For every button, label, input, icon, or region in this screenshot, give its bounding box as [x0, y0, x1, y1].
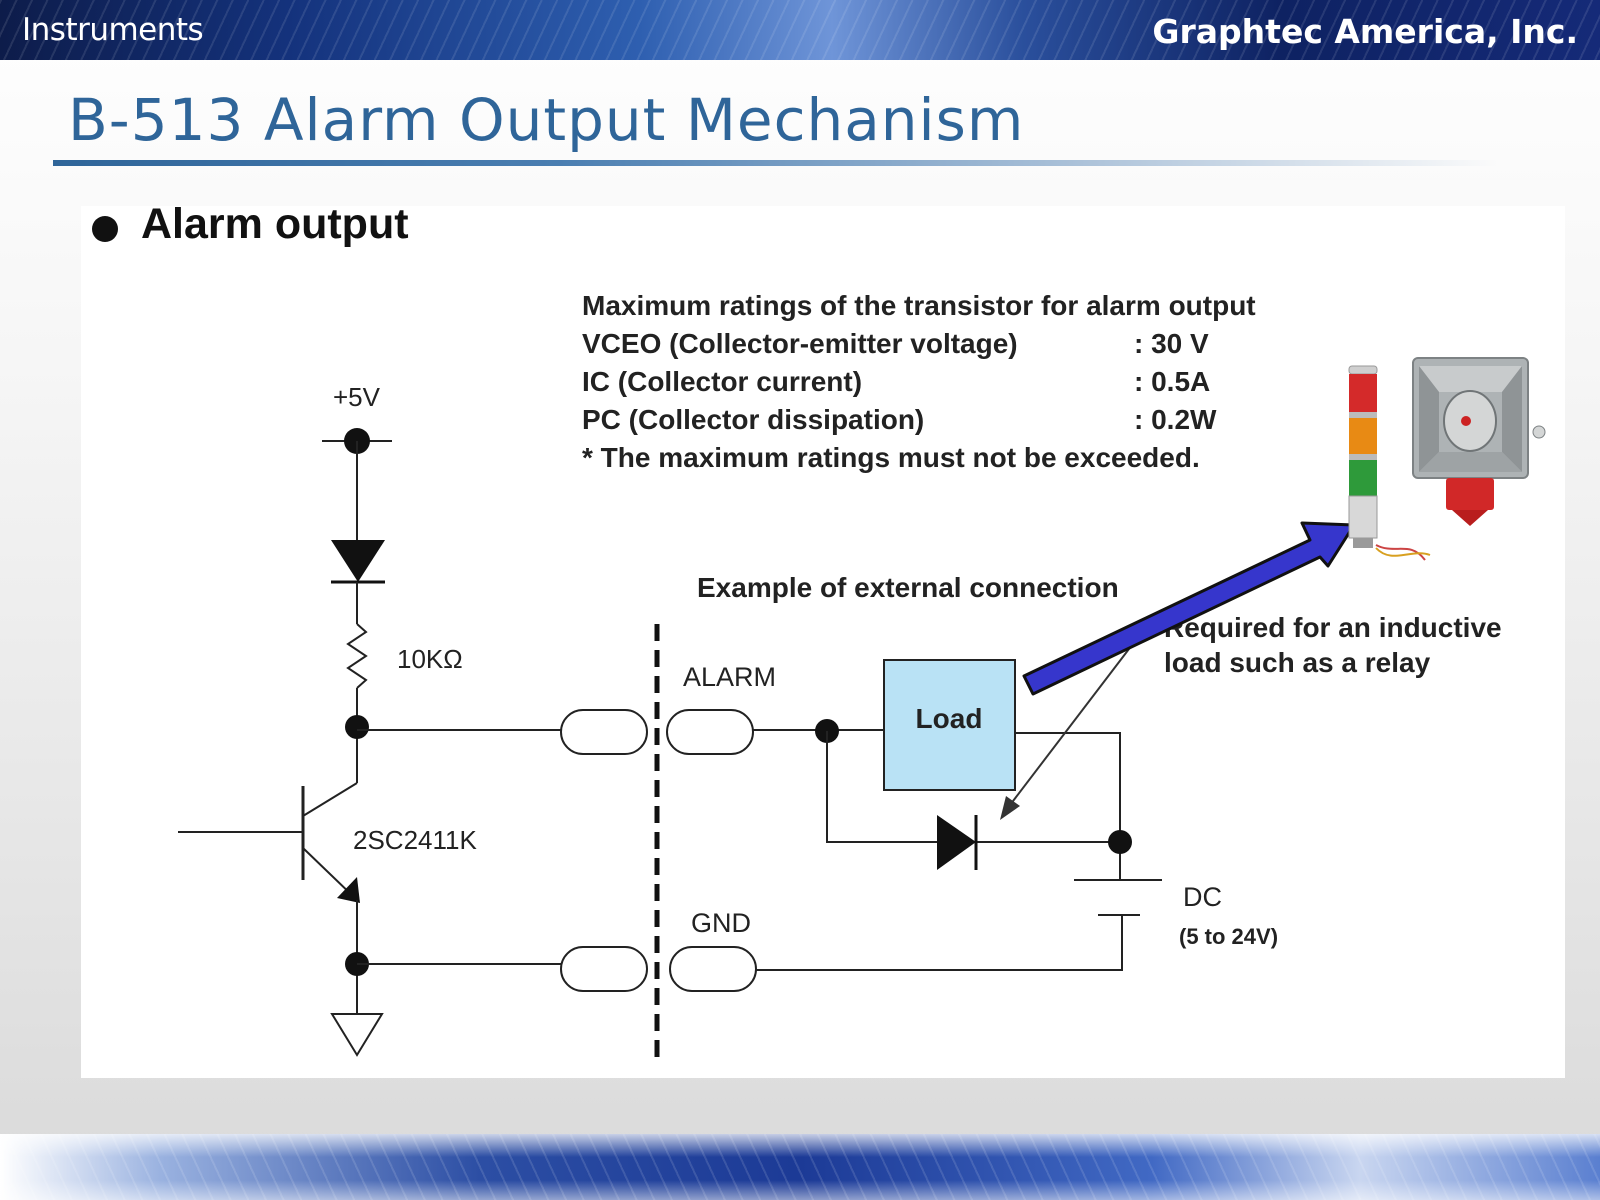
load-output-wire: [1015, 732, 1121, 880]
ratings-row-value: : 0.2W: [1134, 404, 1217, 435]
load-box: [883, 659, 1016, 791]
signal-tower-light-icon: [1348, 365, 1431, 561]
inductive-note-pointer: [1009, 644, 1133, 806]
bullet-icon: [92, 216, 118, 242]
slide-title: B-513 Alarm Output Mechanism: [68, 86, 1025, 154]
ratings-note: * The maximum ratings must not be exceed…: [582, 442, 1200, 473]
alarm-label: ALARM: [683, 662, 776, 692]
battery-return-wire: [756, 915, 1123, 971]
external-connection-heading: Example of external connection: [697, 572, 1119, 603]
company-name: Graphtec America, Inc.: [1152, 12, 1578, 51]
footer-fade: [0, 1134, 1600, 1200]
inductive-note-line1: Required for an inductive: [1164, 612, 1502, 643]
gnd-connector-right: [669, 946, 757, 992]
dc-label: DC: [1183, 882, 1222, 912]
bullet-heading: Alarm output: [141, 200, 409, 248]
horn-siren-icon: [1412, 357, 1546, 526]
alarm-node: [345, 715, 369, 739]
ratings-heading: Maximum ratings of the transistor for al…: [582, 290, 1256, 321]
ratings-row-label: IC (Collector current): [582, 366, 863, 397]
alarm-connector-left: [560, 709, 648, 755]
ratings-row-value: : 30 V: [1134, 328, 1209, 359]
transistor-symbol: [178, 782, 360, 903]
alarm-connector-right: [666, 709, 754, 755]
inductive-note-arrowhead: [1000, 796, 1020, 820]
diode-symbol: [331, 540, 385, 584]
resistor-symbol: [346, 623, 368, 689]
transistor-label: 2SC2411K: [353, 825, 477, 855]
flyback-wire: [826, 731, 1120, 843]
ratings-row-label: VCEO (Collector-emitter voltage): [582, 328, 1018, 359]
header-bar: Instruments Graphtec America, Inc.: [0, 0, 1600, 60]
header-pattern: [0, 0, 1600, 60]
gnd-connector-left: [560, 946, 648, 992]
gnd-label: GND: [691, 908, 751, 938]
content-panel: [81, 206, 1565, 1078]
dc-range-label: (5 to 24V): [1179, 924, 1278, 949]
footer-bar: [0, 1134, 1600, 1200]
ground-icon: [330, 1013, 384, 1057]
ratings-row-value: : 0.5A: [1134, 366, 1211, 397]
resistor-label: 10KΩ: [397, 644, 463, 674]
flyback-diode-symbol: [937, 815, 978, 870]
load-output-arrow-icon: [1022, 521, 1356, 696]
header-section-label: Instruments: [22, 12, 204, 48]
inductive-note-line2: load such as a relay: [1164, 647, 1431, 678]
title-underline: [53, 160, 1498, 166]
supply-label: +5V: [333, 382, 381, 412]
dc-node: [1108, 830, 1132, 854]
ratings-row-label: PC (Collector dissipation): [582, 404, 925, 435]
load-label: Load: [916, 703, 983, 734]
